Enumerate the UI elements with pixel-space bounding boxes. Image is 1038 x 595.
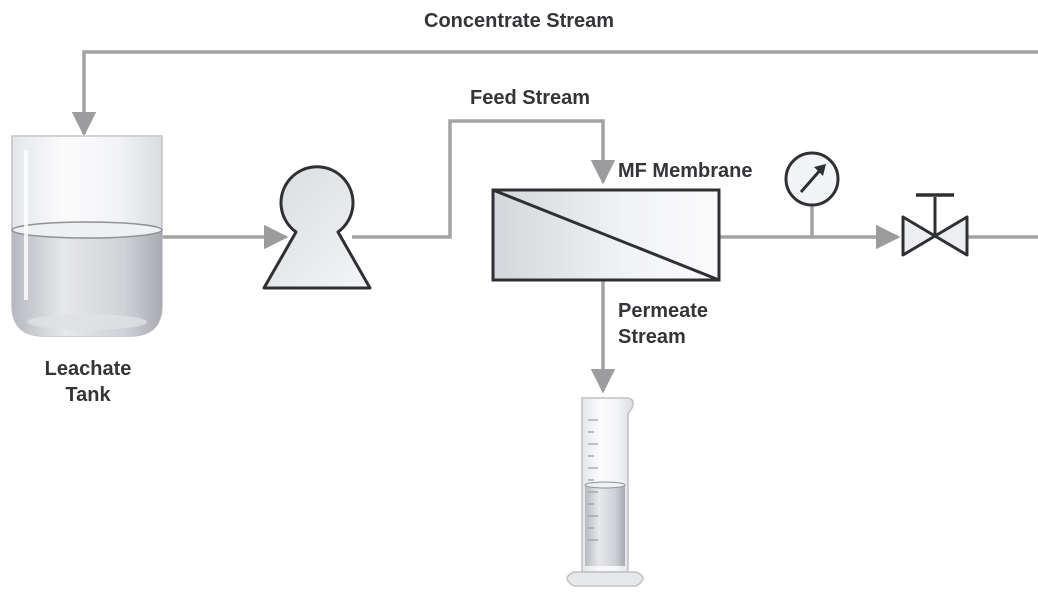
leachate-tank [11, 135, 163, 337]
permeate-stream-label-line1: Permeate [618, 300, 709, 322]
concentrate-stream-label: Concentrate Stream [424, 10, 615, 32]
feed-stream-label: Feed Stream [470, 87, 591, 109]
mf-membrane-label: MF Membrane [618, 160, 753, 182]
pressure-gauge [784, 151, 840, 207]
leachate-tank-label: Leachate Tank [30, 356, 146, 408]
mf-membrane-module [491, 188, 721, 282]
graduated-cylinder [566, 397, 644, 587]
valve [901, 193, 969, 257]
pump [262, 165, 372, 290]
permeate-stream-label: Permeate Stream [618, 298, 708, 350]
concentrate-stream-pipe [71, 50, 1038, 137]
leachate-tank-label-line2: Tank [65, 384, 111, 406]
tank-liquid [12, 230, 162, 336]
permeate-stream-label-line2: Stream [618, 326, 686, 348]
pipes [71, 50, 1038, 394]
feed-stream-pipe [352, 119, 616, 239]
membrane-line [492, 188, 720, 282]
cylinder-graduations [588, 419, 598, 541]
cylinder-liquid [585, 485, 625, 566]
gauge-needle [799, 167, 824, 193]
leachate-tank-label-line1: Leachate [44, 358, 132, 380]
